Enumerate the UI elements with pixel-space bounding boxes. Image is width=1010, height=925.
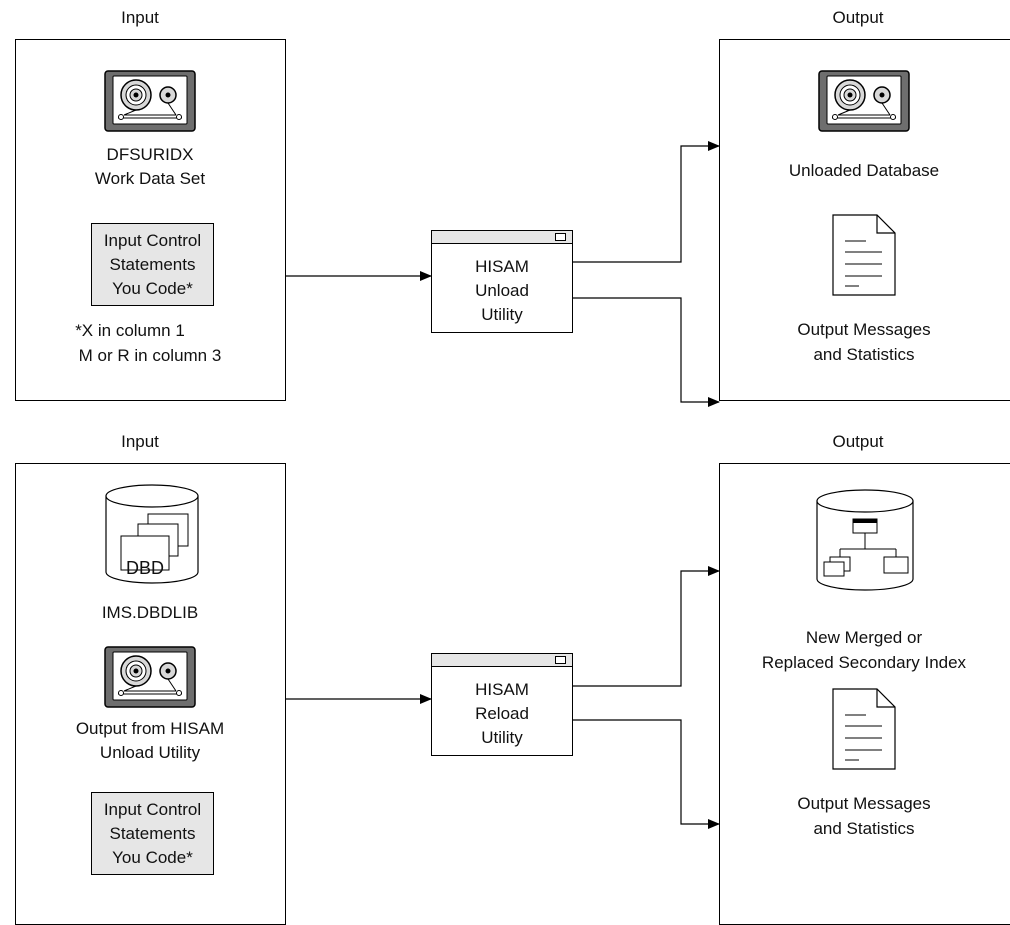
dbd-text: DBD — [125, 558, 164, 578]
input-title-1: Input — [121, 8, 159, 27]
hisam-unload-utility-window: HISAM Unload Utility — [431, 230, 573, 333]
window-title-bar — [432, 231, 572, 244]
arrow-reload-to-index — [572, 566, 720, 687]
reload-utility-line3: Utility — [481, 728, 523, 747]
control-statements-card: Input Control Statements You Code* — [91, 792, 214, 875]
secondary-index-label-line1: New Merged or — [805, 628, 923, 647]
reload-utility-line1: HISAM — [475, 680, 529, 699]
output-messages-label-line1: Output Messages — [797, 320, 931, 339]
window-button-icon — [555, 233, 566, 241]
window-title-bar — [432, 654, 572, 667]
arrow-reload-to-messages — [572, 719, 720, 829]
unloaded-database-label: Unloaded Database — [788, 161, 940, 180]
unload-utility-line1: HISAM — [475, 257, 529, 276]
footnote-line1: *X in column 1 — [75, 321, 185, 340]
unload-utility-line2: Unload — [475, 281, 529, 300]
unload-utility-line3: Utility — [481, 305, 523, 324]
index-disk-icon — [816, 489, 914, 591]
control-statements-line3: You Code* — [112, 278, 193, 298]
work-data-set-label-line1: DFSURIDX — [106, 145, 194, 164]
document-icon — [832, 688, 896, 770]
output-messages-label-line1: Output Messages — [797, 794, 931, 813]
window-button-icon — [555, 656, 566, 664]
footnote-line2: M or R in column 3 — [78, 346, 222, 365]
dbdlib-label: IMS.DBDLIB — [101, 603, 199, 622]
control-statements-line3: You Code* — [112, 847, 193, 867]
arrow-unload-to-messages — [572, 297, 720, 407]
input-title-2: Input — [121, 432, 159, 451]
disk-icon — [105, 484, 199, 584]
control-statements-line1: Input Control — [103, 230, 202, 250]
unload-output-label-line2: Unload Utility — [99, 743, 201, 762]
control-statements-line2: Statements — [109, 254, 196, 274]
control-statements-card: Input Control Statements You Code* — [91, 223, 214, 306]
work-data-set-label-line2: Work Data Set — [94, 169, 206, 188]
hisam-reload-utility-window: HISAM Reload Utility — [431, 653, 573, 756]
unload-output-label-line1: Output from HISAM — [75, 719, 225, 738]
output-messages-label-line2: and Statistics — [813, 345, 915, 364]
secondary-index-label-line2: Replaced Secondary Index — [761, 653, 967, 672]
arrow-unload-to-database — [572, 141, 720, 263]
control-statements-line1: Input Control — [103, 799, 202, 819]
output-title-1: Output — [832, 8, 884, 27]
reload-utility-line2: Reload — [475, 704, 529, 723]
output-messages-label-line2: and Statistics — [813, 819, 915, 838]
control-statements-line2: Statements — [109, 823, 196, 843]
output-title-2: Output — [832, 432, 884, 451]
